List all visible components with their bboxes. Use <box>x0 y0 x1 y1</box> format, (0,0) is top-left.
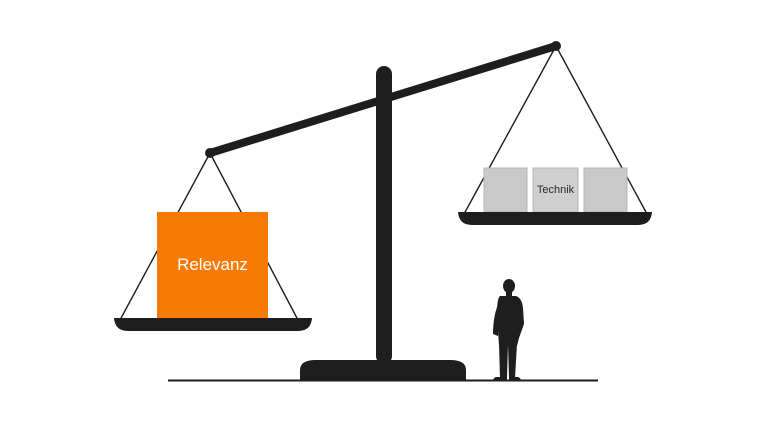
right-pan-string-outer <box>463 45 557 215</box>
technik-box-left <box>483 167 528 213</box>
relevanz-label: Relevanz <box>177 255 248 274</box>
left-pan <box>114 318 312 331</box>
scale-beam <box>206 42 560 157</box>
right-pan <box>458 212 652 225</box>
technik-box-right <box>583 167 628 213</box>
right-pan-string-inner <box>555 45 648 215</box>
scale-post <box>376 66 392 364</box>
scale-base <box>300 360 466 380</box>
technik-label: Technik <box>536 184 575 196</box>
person-figure-icon <box>493 279 524 381</box>
relevanz-box <box>157 212 268 318</box>
